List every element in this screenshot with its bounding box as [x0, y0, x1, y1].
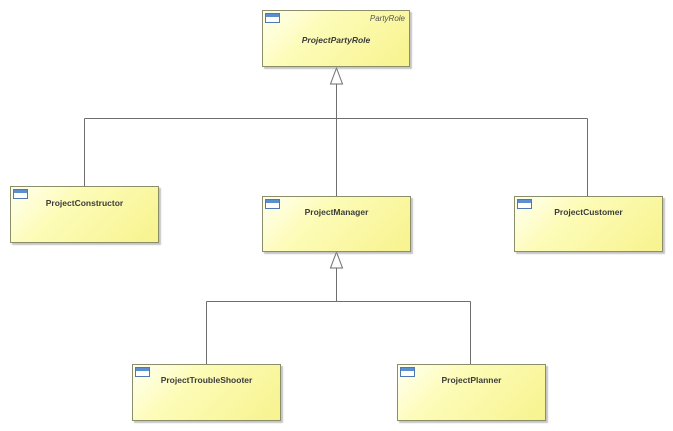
- generalization-to-project-party-role: [84, 66, 588, 196]
- class-name: ProjectConstructor: [45, 198, 124, 208]
- class-icon: [13, 189, 28, 199]
- class-project-trouble-shooter[interactable]: ProjectTroubleShooter: [132, 364, 281, 421]
- generalization-arrowhead: [329, 250, 344, 269]
- class-project-planner[interactable]: ProjectPlanner: [397, 364, 546, 421]
- class-project-party-role[interactable]: PartyRole ProjectPartyRole: [262, 10, 410, 67]
- generalization-to-project-manager: [206, 250, 471, 364]
- class-icon: [265, 13, 280, 23]
- stereotype-label: PartyRole: [369, 14, 405, 23]
- class-icon: [400, 367, 415, 377]
- class-project-manager[interactable]: ProjectManager: [262, 196, 411, 252]
- class-name: ProjectPlanner: [441, 375, 502, 385]
- class-icon: [265, 199, 280, 209]
- class-icon: [135, 367, 150, 377]
- class-project-constructor[interactable]: ProjectConstructor: [10, 186, 159, 243]
- class-name: ProjectManager: [304, 207, 369, 217]
- class-project-customer[interactable]: ProjectCustomer: [514, 196, 663, 252]
- generalization-arrowhead: [329, 66, 344, 85]
- class-name: ProjectPartyRole: [301, 35, 371, 45]
- class-name: ProjectCustomer: [554, 207, 623, 217]
- class-name: ProjectTroubleShooter: [160, 375, 253, 385]
- class-icon: [517, 199, 532, 209]
